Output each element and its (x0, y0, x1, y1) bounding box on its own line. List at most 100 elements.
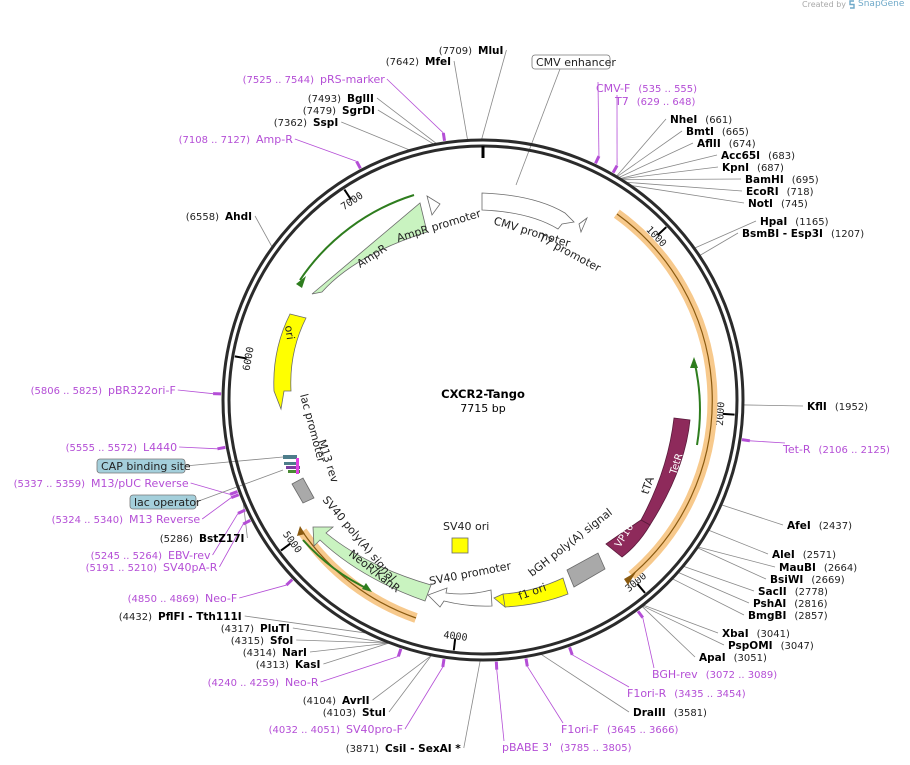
primer-name-prs-marker[interactable]: pRS-marker (320, 73, 385, 86)
site-name-bmgbi[interactable]: BmgBI (748, 610, 786, 622)
primer-labels: pRS-marker(7525 .. 7544)Amp-R(7108 .. 71… (14, 73, 890, 754)
primer-name-t7[interactable]: T7 (614, 95, 629, 108)
ori-feature-arrow[interactable] (273, 313, 307, 411)
sv40-ori-feature[interactable] (451, 537, 469, 554)
primer-name-pbabe-3[interactable]: pBABE 3' (502, 741, 552, 754)
site-name-sspi[interactable]: SspI (313, 117, 338, 129)
site-name-apai[interactable]: ApaI (699, 652, 726, 664)
primer-name-f1ori-r[interactable]: F1ori-R (627, 687, 667, 700)
site-loc-xbai: (3041) (757, 629, 790, 640)
primer-name-ebv-rev[interactable]: EBV-rev (168, 549, 211, 562)
site-name-sfoi[interactable]: SfoI (270, 635, 293, 647)
f1-ori-feature-arrow[interactable] (493, 577, 569, 608)
site-name-alei[interactable]: AleI (772, 549, 795, 561)
site-name-nari[interactable]: NarI (282, 647, 307, 659)
site-name-bsmbi-esp3i[interactable]: BsmBI - Esp3I (742, 228, 823, 240)
cmv-promoter-arrow[interactable] (481, 192, 575, 230)
site-name-bstz17i[interactable]: BstZ17I (199, 533, 244, 545)
bgh-polya-feature[interactable] (566, 552, 606, 588)
site-loc-bstz17i: (5286) (160, 534, 193, 545)
neor-kanr-feature-arrow[interactable] (312, 526, 432, 602)
primer-loc-prs-marker: (7525 .. 7544) (243, 75, 315, 86)
site-name-bsiwi[interactable]: BsiWI (770, 574, 803, 586)
site-name-hpai[interactable]: HpaI (760, 216, 787, 228)
primer-name-m13-puc-reverse[interactable]: M13/pUC Reverse (91, 477, 189, 490)
cap-binding-site-label[interactable]: CAP binding site (101, 460, 191, 473)
leader-ahdi (254, 215, 273, 247)
t7-promoter-arrow[interactable] (578, 216, 588, 234)
site-name-aflii[interactable]: AflII (697, 138, 721, 150)
site-name-pshai[interactable]: PshAI (753, 598, 786, 610)
site-name-bglii[interactable]: BglII (347, 93, 374, 105)
ampr-promoter-arrow[interactable] (426, 195, 441, 216)
primer-leader-ebv-rev (212, 513, 239, 556)
m13-rev-mark[interactable] (288, 470, 300, 473)
primer-name-neo-r[interactable]: Neo-R (285, 676, 319, 689)
site-name-csii-sexai[interactable]: CsiI - SexAI * (385, 743, 461, 755)
site-loc-nari: (4314) (243, 648, 276, 659)
tta-label[interactable]: tTA (639, 474, 657, 496)
site-name-bamhi[interactable]: BamHI (745, 174, 784, 186)
site-name-sacii[interactable]: SacII (758, 586, 787, 598)
site-name-afei[interactable]: AfeI (787, 520, 811, 532)
primer-name-m13-reverse[interactable]: M13 Reverse (129, 513, 200, 526)
restriction-site-labels: MluI(7709)MfeI(7642)BglII(7493)SgrDI(747… (119, 45, 868, 755)
primer-name-l4440[interactable]: L4440 (143, 441, 177, 454)
site-name-avrii[interactable]: AvrII (342, 695, 370, 707)
vp16-feature-arrow[interactable] (605, 519, 651, 558)
primer-name-amp-r[interactable]: Amp-R (256, 133, 293, 146)
site-name-ahdi[interactable]: AhdI (225, 211, 252, 223)
site-name-mlui[interactable]: MluI (478, 45, 503, 57)
site-name-xbai[interactable]: XbaI (722, 628, 749, 640)
site-loc-kfli: (1952) (835, 402, 868, 413)
site-name-draiii[interactable]: DraIII (633, 707, 666, 719)
site-name-kasi[interactable]: KasI (295, 659, 320, 671)
site-name-pflfi-tth111i[interactable]: PflFI - Tth111I (158, 611, 242, 623)
primer-name-tet-r[interactable]: Tet-R (782, 443, 811, 456)
site-name-pluti[interactable]: PluTI (260, 623, 290, 635)
site-name-kfli[interactable]: KflI (807, 401, 827, 413)
sv40-ori-label[interactable]: SV40 ori (443, 520, 489, 533)
site-name-sgrdi[interactable]: SgrDI (342, 105, 375, 117)
primer-loc-l4440: (5555 .. 5572) (66, 443, 138, 454)
site-name-pspomi[interactable]: PspOMI (728, 640, 773, 652)
cap-binding-site-mark[interactable] (283, 455, 297, 459)
site-name-nhei[interactable]: NheI (670, 114, 697, 126)
primer-name-neo-f[interactable]: Neo-F (205, 592, 237, 605)
site-name-mfei[interactable]: MfeI (425, 56, 451, 68)
site-name-noti[interactable]: NotI (748, 198, 773, 210)
primer-name-f1ori-f[interactable]: F1ori-F (561, 723, 599, 736)
ampr-feature-arrow[interactable] (311, 202, 428, 295)
site-loc-sspi: (7362) (274, 118, 307, 129)
lac-operator-mark[interactable] (286, 466, 300, 469)
primer-name-sv40pro-f[interactable]: SV40pro-F (346, 723, 403, 736)
site-name-bmti[interactable]: BmtI (686, 126, 714, 138)
neor-line-arrowhead (362, 583, 372, 592)
site-name-stui[interactable]: StuI (362, 707, 386, 719)
sv40-promoter-arrow[interactable] (427, 587, 493, 608)
primer-name-sv40pa-r[interactable]: SV40pA-R (163, 561, 218, 574)
leader-pshai (678, 572, 750, 604)
site-name-maubi[interactable]: MauBI (779, 562, 816, 574)
site-name-kpni[interactable]: KpnI (722, 162, 749, 174)
ori-label[interactable]: ori (282, 325, 297, 341)
primer-name-cmv-f[interactable]: CMV-F (596, 82, 630, 95)
lac-promoter-mark[interactable] (284, 462, 298, 465)
sv40-polya-feature[interactable] (291, 477, 315, 504)
cmv-enhancer-label[interactable]: CMV enhancer (536, 56, 616, 69)
primer-leader-cmv-f (597, 81, 600, 157)
site-loc-mlui: (7709) (439, 46, 472, 57)
snapgene-name: SnapGene (858, 0, 905, 9)
primer-loc-sv40pa-r: (5191 .. 5210) (86, 563, 158, 574)
primer-name-bgh-rev[interactable]: BGH-rev (652, 668, 698, 681)
site-name-ecori[interactable]: EcoRI (746, 186, 779, 198)
primer-mark-sv40pa-r (242, 519, 251, 526)
neo-region-direction-line (301, 530, 417, 619)
primer-name-pbr322ori-f[interactable]: pBR322ori-F (108, 384, 176, 397)
primer-loc-m13-puc-reverse: (5337 .. 5359) (14, 479, 86, 490)
leader-kpni (621, 166, 719, 180)
site-name-acc65i[interactable]: Acc65I (721, 150, 760, 162)
sv40-promoter-label[interactable]: SV40 promoter (428, 559, 512, 588)
lac-operator-label[interactable]: lac operator (134, 496, 201, 509)
tta-arrowhead (624, 572, 636, 585)
